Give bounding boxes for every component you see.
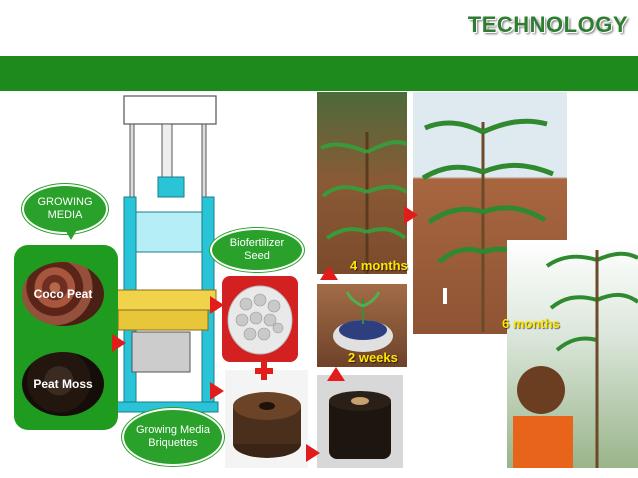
growing-media-briquettes-bubble: Growing Media Briquettes <box>122 408 224 466</box>
peat-moss-image: Peat Moss <box>22 352 104 416</box>
seed-bowl-graphic <box>227 285 293 355</box>
soil-plug-image <box>317 375 403 468</box>
biofertilizer-seed-image <box>222 276 298 362</box>
soil-plug-graphic <box>317 375 403 468</box>
arrow-up-seedling-to-4-months <box>320 266 338 280</box>
arrow-right-4-months-to-6-months <box>404 206 418 224</box>
plant-4-months-image <box>317 92 407 274</box>
arrow-up-plug-to-seedling <box>327 367 345 381</box>
page-title: TECHNOLOGY <box>467 12 628 37</box>
growing-media-bubble: GROWING MEDIA <box>22 184 108 234</box>
stage-2-weeks-label: 2 weeks <box>348 350 398 365</box>
arrow-right-machine-to-briquette <box>210 382 224 400</box>
seedling-pot-graphic <box>333 291 393 352</box>
arrow-right-media-to-machine <box>112 334 126 352</box>
person-tree-graphic <box>513 250 638 468</box>
plus-sign <box>255 362 273 380</box>
stage-4-months-label: 4 months <box>350 258 408 273</box>
person-with-tree-image <box>507 240 638 468</box>
arrow-right-machine-to-seed <box>210 296 224 314</box>
coco-peat-image: Coco Peat <box>22 262 104 326</box>
young-tree-graphic <box>320 132 407 274</box>
briquette-graphic <box>233 392 301 458</box>
briquette-image <box>225 370 308 468</box>
coco-peat-label: Coco Peat <box>33 287 93 301</box>
seedling-2-weeks-image <box>317 284 407 367</box>
arrow-right-briquette-to-plug <box>306 444 320 462</box>
growing-media-bubble-pointer <box>64 228 78 240</box>
peat-moss-label: Peat Moss <box>33 377 93 391</box>
stage-6-months-label: 6 months <box>502 316 560 331</box>
green-header-band <box>0 56 638 91</box>
biofertilizer-seed-bubble: Biofertilizer Seed <box>210 228 304 272</box>
press-machine-illustration <box>107 95 219 413</box>
